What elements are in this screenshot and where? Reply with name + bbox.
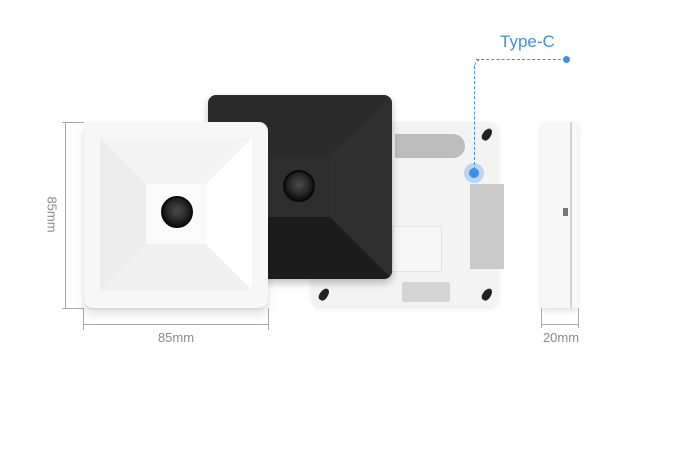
type-c-callout-corner (474, 59, 484, 69)
white-cover-product (84, 122, 268, 308)
black-cover-sensor-lens-icon (283, 170, 315, 202)
type-c-callout-end-dot (563, 56, 570, 63)
side-view-port-icon (563, 208, 568, 216)
type-c-callout-line-vertical (474, 66, 475, 170)
height-dimension-bottom-tick (62, 308, 84, 309)
width-dimension-left-tick (83, 308, 84, 330)
white-cover-bottom-face (100, 244, 252, 290)
type-c-callout-label: Type-C (500, 32, 555, 51)
mount-hole-bottom-left-icon (316, 286, 332, 303)
height-dimension-label: 85mm (44, 196, 60, 233)
height-dimension-line (65, 122, 66, 309)
width-dimension-right-tick (268, 308, 269, 330)
base-plate-slot (395, 134, 465, 158)
black-cover-right-face (330, 95, 392, 279)
mount-hole-top-right-icon (479, 126, 495, 143)
base-plate-battery-bay (470, 184, 504, 269)
depth-dimension-line (541, 324, 579, 325)
base-plate-clip (402, 282, 450, 302)
depth-dimension-left-tick (541, 308, 542, 328)
mount-hole-bottom-right-icon (479, 286, 495, 303)
depth-dimension-right-tick (578, 308, 579, 328)
white-cover-sensor-lens-icon (161, 196, 193, 228)
side-view-product (541, 122, 578, 308)
base-plate-label-area (392, 226, 442, 272)
side-view-seam (570, 122, 572, 308)
type-c-port-marker-icon (464, 163, 484, 183)
type-c-callout-line-horizontal (476, 59, 566, 60)
width-dimension-label: 85mm (157, 330, 195, 345)
width-dimension-line (83, 324, 269, 325)
depth-dimension-label: 20mm (542, 330, 580, 345)
height-dimension-top-tick (62, 122, 84, 123)
